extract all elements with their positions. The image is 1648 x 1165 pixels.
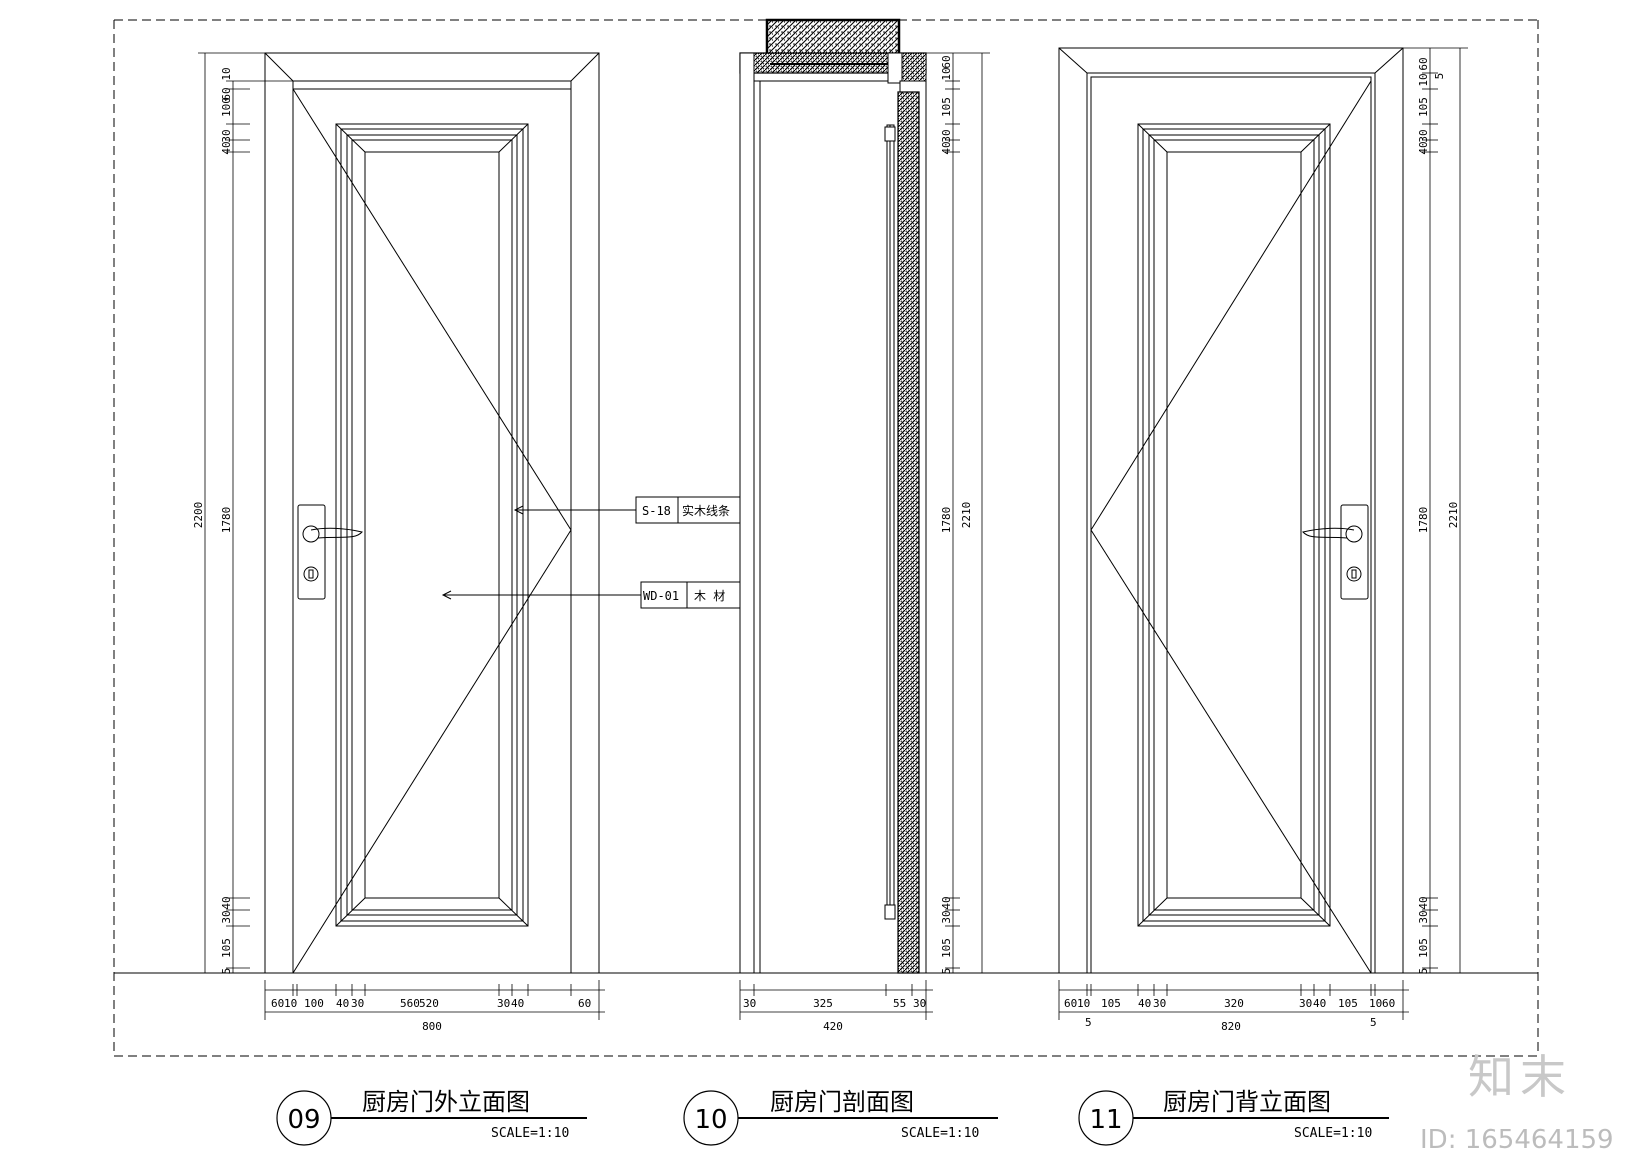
door-09-dim-bottom-60: 60 — [271, 997, 284, 1010]
door-10-panel-height: 1780 — [940, 507, 953, 534]
door-11-dim-top: 30 — [1417, 129, 1430, 142]
door-10-dim-bottom: 5 — [940, 968, 953, 975]
door-10-dim-bottom-325: 325 — [813, 997, 833, 1010]
door-10-dim-bottom: 105 — [940, 938, 953, 958]
door-11-dim-bottom-105b: 105 — [1338, 997, 1358, 1010]
door-09-dim-bottom-100: 100 — [304, 997, 324, 1010]
door-10-dim-top: 105 — [940, 97, 953, 117]
door-11-dim-bottom-10b: 10 — [1369, 997, 1382, 1010]
door-10-dimension-lines — [740, 53, 990, 1020]
door-11-dim-bottom-30b: 30 — [1299, 997, 1312, 1010]
sheet-frame — [114, 20, 1538, 1056]
callout-code-s18: S-18 — [642, 504, 671, 518]
door-11-dim-small: 5 — [1085, 1016, 1092, 1029]
door-09-dim-bottom-560: 560 — [400, 997, 420, 1010]
door-11-dim-bottom: 40 — [1417, 896, 1430, 909]
drawing-number-11: 11 — [1089, 1105, 1122, 1135]
door-11-dim-small: 5 — [1370, 1016, 1377, 1029]
door-09-dim-bottom-40b: 40 — [511, 997, 524, 1010]
door-10-overall-height: 2210 — [960, 502, 973, 529]
door-10-dim-bottom-30b: 30 — [913, 997, 926, 1010]
door-09-overall-height: 2200 — [192, 502, 205, 529]
door-09-dim-bottom-30b: 30 — [497, 997, 510, 1010]
door-09-dim-top: 10 — [220, 67, 233, 80]
door-11-dim-bottom: 5 — [1417, 968, 1430, 975]
door-10-dim-top: 10 — [940, 67, 953, 80]
door-11-dim-bottom-320: 320 — [1224, 997, 1244, 1010]
door-11-dimension-lines — [1059, 48, 1468, 1020]
door-11-dim-bottom-10: 10 — [1077, 997, 1090, 1010]
door-09-dim-top: 40 — [220, 141, 233, 154]
door-11-dim-top: 40 — [1417, 141, 1430, 154]
door-09-dim-bottom: 30 — [220, 910, 233, 923]
door-09-overall-width: 800 — [422, 1020, 442, 1033]
door-09-dim-bottom-30: 30 — [351, 997, 364, 1010]
door-09-dim-bottom-10: 10 — [284, 997, 297, 1010]
door-09-elevation — [265, 53, 599, 973]
door-09-dim-bottom-60b: 60 — [578, 997, 591, 1010]
door-11-dim-top: 60 — [1417, 57, 1430, 70]
door-11-dim-top: 10 — [1417, 73, 1430, 86]
door-10-section — [740, 20, 926, 973]
door-09-dimension-lines — [198, 53, 605, 1020]
door-09-dim-bottom: 5 — [220, 968, 233, 975]
door-11-dim-top: 5 — [1433, 73, 1446, 80]
door-11-dim-bottom-105: 105 — [1101, 997, 1121, 1010]
door-09-dim-top: 30 — [220, 129, 233, 142]
door-09-dim-bottom: 40 — [220, 896, 233, 909]
door-11-overall-width: 820 — [1221, 1020, 1241, 1033]
title-block-09 — [277, 1091, 587, 1145]
door-09-panel-height: 1780 — [220, 507, 233, 534]
drawing-number-09: 09 — [287, 1105, 320, 1135]
door-09-dim-top: 100 — [220, 97, 233, 117]
door-10-dim-bottom: 30 — [940, 910, 953, 923]
callout-code-wd01: WD-01 — [643, 589, 679, 603]
watermark-logo: 知末 — [1468, 1050, 1572, 1104]
door-09-dim-bottom-40: 40 — [336, 997, 349, 1010]
door-11-dim-bottom-40b: 40 — [1313, 997, 1326, 1010]
title-block-10 — [684, 1091, 998, 1145]
door-10-dim-bottom-55: 55 — [893, 997, 906, 1010]
watermark-id: ID: 165464159 — [1420, 1125, 1614, 1155]
door-11-overall-height: 2210 — [1447, 502, 1460, 529]
drawing-number-10: 10 — [694, 1105, 727, 1135]
drawing-title-09: 厨房门外立面图 — [362, 1088, 530, 1116]
door-11-dim-bottom-30: 30 — [1153, 997, 1166, 1010]
door-11-dim-top: 105 — [1417, 97, 1430, 117]
door-11-panel-height: 1780 — [1417, 507, 1430, 534]
door-10-dim-bottom-30: 30 — [743, 997, 756, 1010]
door-10-dim-bottom: 40 — [940, 896, 953, 909]
drawing-scale-10: SCALE=1:10 — [901, 1126, 979, 1141]
drawing-scale-11: SCALE=1:10 — [1294, 1126, 1372, 1141]
drawing-scale-09: SCALE=1:10 — [491, 1126, 569, 1141]
drawing-title-10: 厨房门剖面图 — [770, 1088, 914, 1116]
door-10-dim-top: 30 — [940, 129, 953, 142]
drawing-title-11: 厨房门背立面图 — [1163, 1088, 1331, 1116]
door-11-dim-bottom: 105 — [1417, 938, 1430, 958]
title-block-11 — [1079, 1091, 1389, 1145]
door-10-dim-top: 40 — [940, 141, 953, 154]
door-09-dim-top: 60 — [220, 87, 233, 100]
door-09-dim-bottom-520: 520 — [419, 997, 439, 1010]
door-11-dim-bottom-40: 40 — [1138, 997, 1151, 1010]
door-11-dim-bottom-60: 60 — [1064, 997, 1077, 1010]
door-10-dim-top: 60 — [940, 55, 953, 68]
door-09-handle — [298, 505, 362, 599]
door-11-handle — [1303, 505, 1368, 599]
door-09-dim-bottom: 105 — [220, 938, 233, 958]
door-11-elevation — [1059, 48, 1403, 973]
door-11-dim-bottom-60b: 60 — [1382, 997, 1395, 1010]
door-10-overall-width: 420 — [823, 1020, 843, 1033]
callout-material-wood-trim: 实木线条 — [682, 503, 730, 518]
door-11-dim-bottom: 30 — [1417, 910, 1430, 923]
callout-material-wood: 木 材 — [694, 589, 725, 603]
